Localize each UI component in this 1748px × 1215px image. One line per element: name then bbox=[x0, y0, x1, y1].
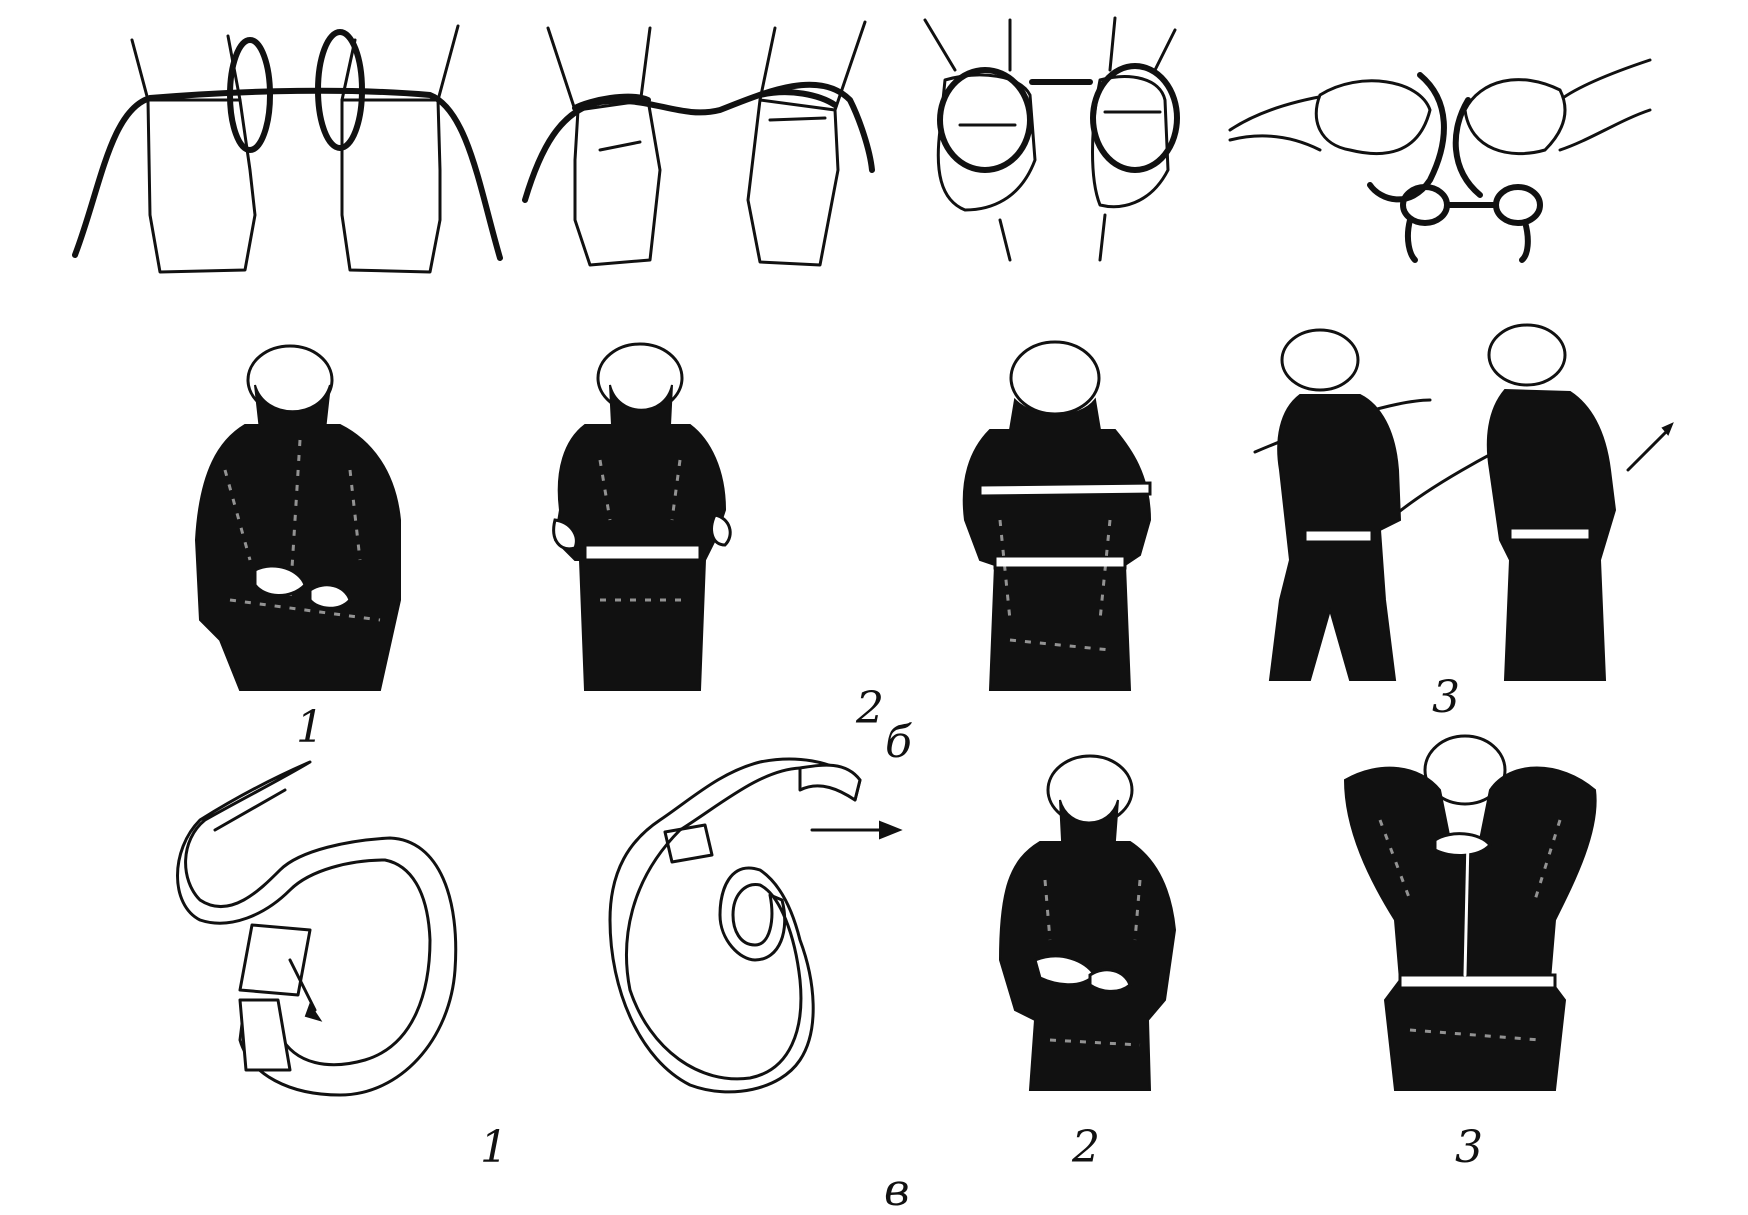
caption-c-step-3: 3 bbox=[1455, 1122, 1483, 1173]
arrow-right-icon bbox=[879, 820, 903, 840]
caption-b-section-label: б bbox=[885, 717, 912, 768]
buckle-icon bbox=[663, 823, 714, 864]
panel-a4-finished-knot bbox=[1228, 58, 1652, 263]
panel-a3-hands-gripping-loops bbox=[923, 16, 1180, 262]
figure-c2-soldier-ties-hands bbox=[998, 754, 1177, 1091]
caption-c-section-label: в bbox=[884, 1165, 910, 1215]
figure-b3-two-soldiers-escort bbox=[1253, 323, 1674, 681]
caption-b-step-2: 2 bbox=[855, 683, 884, 734]
loop-right-icon bbox=[315, 29, 365, 151]
caption-b-step-1: 1 bbox=[296, 702, 324, 753]
panel-a2-rope-around-wrists bbox=[522, 20, 875, 267]
figure-b3-soldier-back-view bbox=[962, 340, 1152, 691]
caption-b-step-3: 3 bbox=[1432, 672, 1460, 723]
loop-left-icon bbox=[227, 37, 273, 153]
caption-c-step-2: 2 bbox=[1071, 1122, 1100, 1173]
figure-b2-soldier-arms-forward bbox=[552, 342, 732, 691]
figure-b1-soldier-ties-belt bbox=[194, 344, 401, 691]
caption-c-step-1: 1 bbox=[480, 1122, 508, 1173]
figure-c2-belt-through-buckle bbox=[608, 757, 903, 1094]
panel-a1-rope-loops-over-wrists bbox=[72, 24, 503, 274]
buckle-icon bbox=[238, 923, 312, 997]
figure-c3-soldier-arms-bound-overhead bbox=[1343, 734, 1597, 1091]
figure-c1-belt-loop-with-buckle bbox=[176, 760, 458, 1097]
